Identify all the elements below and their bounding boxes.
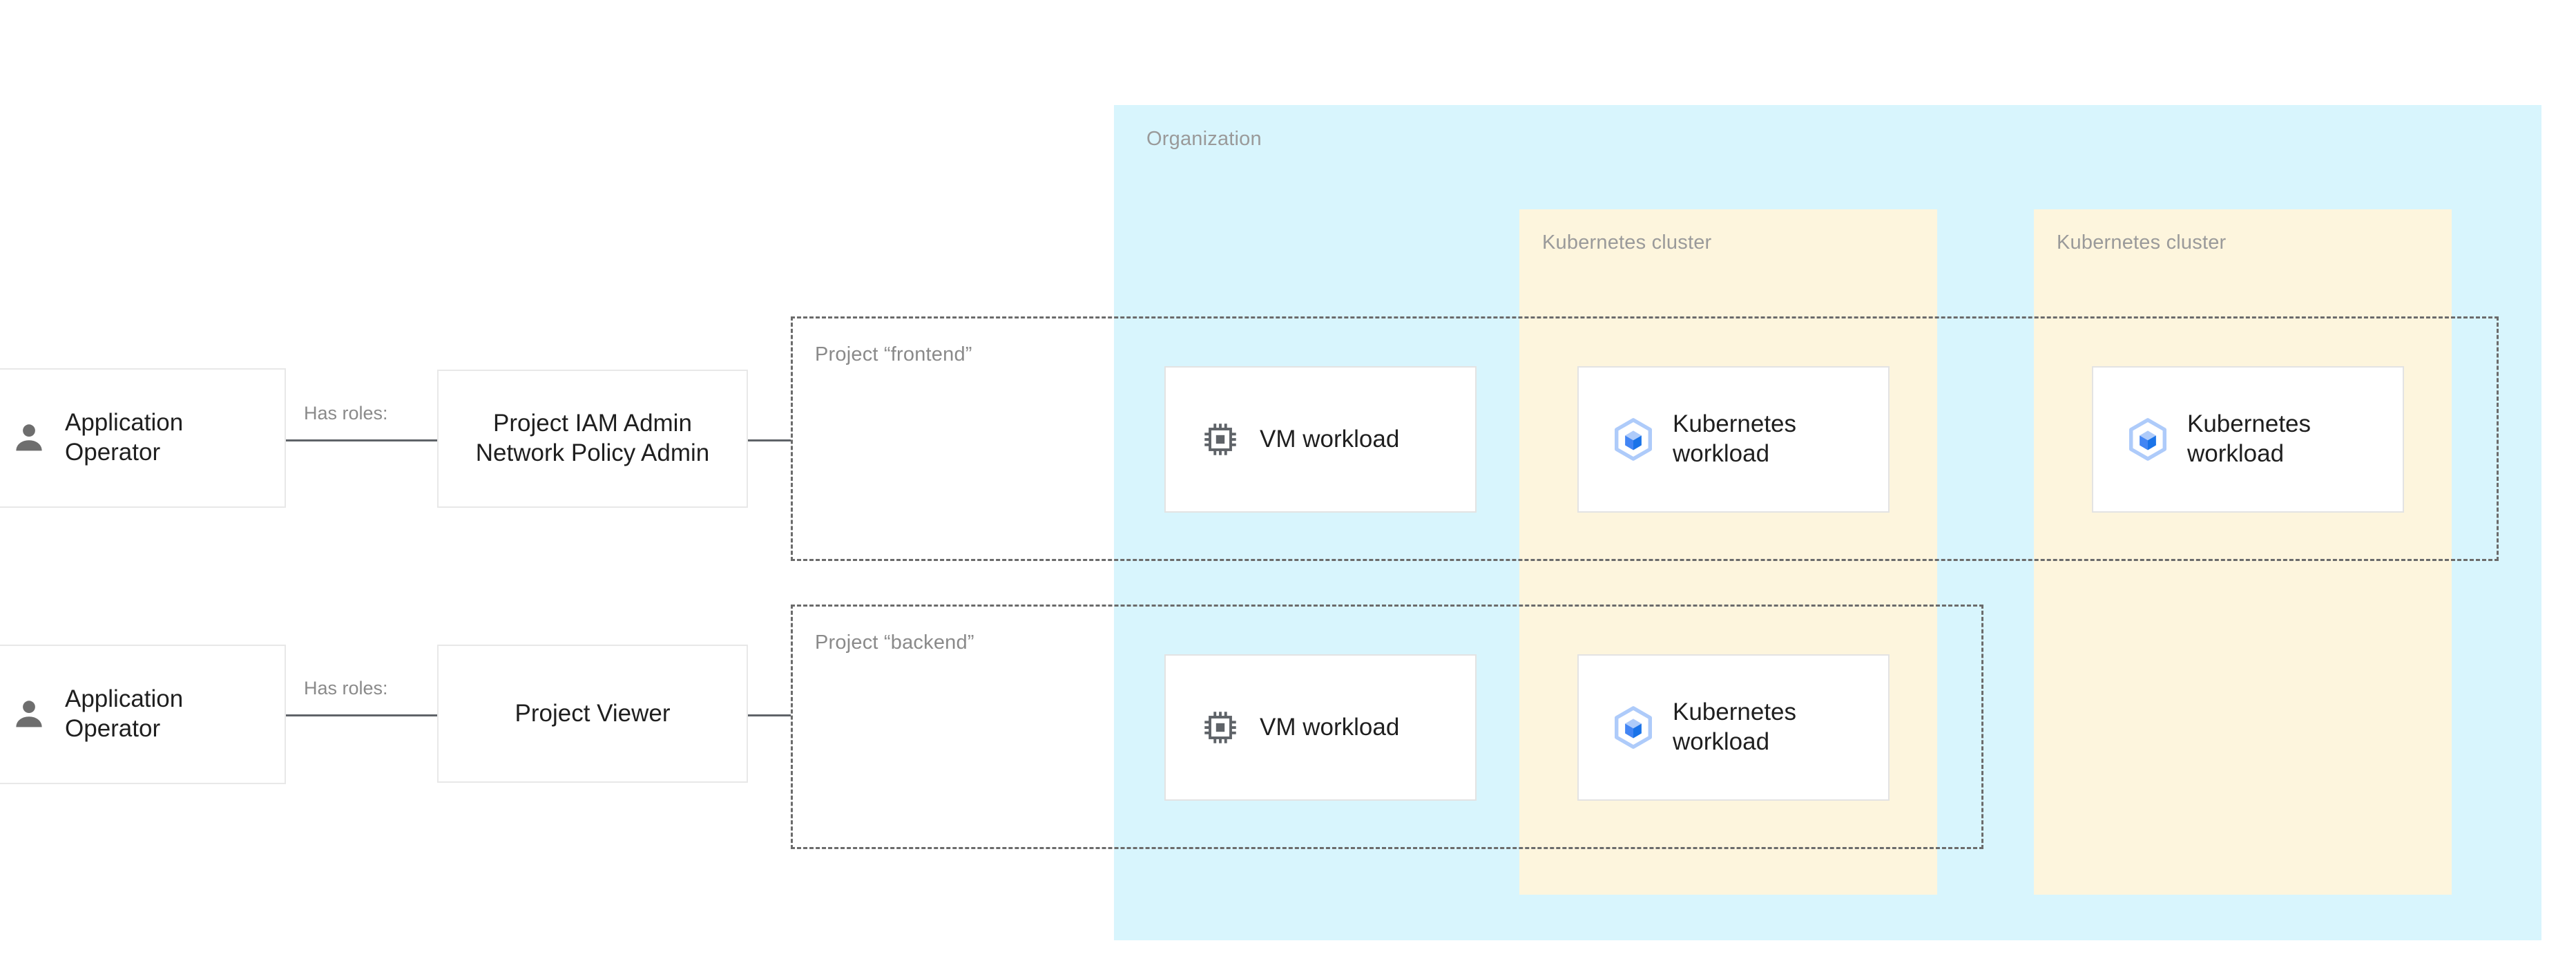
connector-role1-to-project-frontend <box>748 439 791 441</box>
connector-operator1-to-role1 <box>285 439 437 441</box>
project-backend-boundary: Project “backend” <box>791 605 1983 849</box>
workload-card-frontend-k8s-cluster1[interactable]: Kubernetes workload <box>1577 366 1890 513</box>
workload-label-frontend-k8s-cluster1: Kubernetes workload <box>1673 410 1797 467</box>
project-frontend-label: Project “frontend” <box>815 343 972 365</box>
actor-application-operator-2[interactable]: Application Operator <box>0 645 286 784</box>
workload-label-frontend-vm: VM workload <box>1260 425 1400 453</box>
project-backend-label: Project “backend” <box>815 631 974 654</box>
edge-label-has-roles-1: Has roles: <box>304 403 388 424</box>
cpu-chip-icon <box>1204 712 1236 743</box>
workload-label-backend-k8s-cluster1: Kubernetes workload <box>1673 698 1797 755</box>
role-label-1: Project IAM Admin Network Policy Admin <box>475 410 710 466</box>
kubernetes-cube-icon <box>1615 706 1652 749</box>
workload-card-frontend-vm[interactable]: VM workload <box>1164 366 1477 513</box>
actor-label-1: Application Operator <box>65 409 184 466</box>
organization-label: Organization <box>1146 128 1262 150</box>
person-icon <box>16 701 42 728</box>
kubernetes-cluster-2: Kubernetes cluster <box>2034 209 2452 895</box>
actor-application-operator-1[interactable]: Application Operator <box>0 368 286 508</box>
workload-card-backend-k8s-cluster1[interactable]: Kubernetes workload <box>1577 654 1890 801</box>
kubernetes-cluster-2-label: Kubernetes cluster <box>2057 231 2227 254</box>
role-box-project-viewer[interactable]: Project Viewer <box>437 645 748 783</box>
workload-label-backend-vm: VM workload <box>1260 713 1400 741</box>
project-frontend-boundary: Project “frontend” <box>791 316 2499 561</box>
role-label-2: Project Viewer <box>515 699 671 727</box>
edge-label-has-roles-2: Has roles: <box>304 678 388 698</box>
person-icon <box>16 424 42 451</box>
connector-operator2-to-role2 <box>285 714 437 716</box>
workload-card-frontend-k8s-cluster2[interactable]: Kubernetes workload <box>2092 366 2404 513</box>
workload-card-backend-vm[interactable]: VM workload <box>1164 654 1477 801</box>
workload-label-frontend-k8s-cluster2: Kubernetes workload <box>2187 410 2311 467</box>
connector-role2-to-project-backend <box>748 714 791 716</box>
cpu-chip-icon <box>1204 424 1236 455</box>
kubernetes-cube-icon <box>2129 418 2166 461</box>
kubernetes-cluster-1-label: Kubernetes cluster <box>1542 231 1712 254</box>
role-box-project-iam-admin[interactable]: Project IAM Admin Network Policy Admin <box>437 370 748 508</box>
kubernetes-cube-icon <box>1615 418 1652 461</box>
actor-label-2: Application Operator <box>65 685 184 742</box>
